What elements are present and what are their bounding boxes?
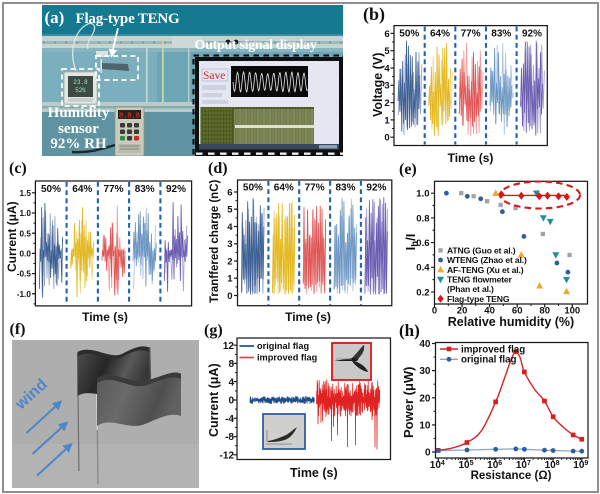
svg-text:64%: 64% [72,184,92,195]
svg-text:3: 3 [384,81,389,92]
svg-text:Save: Save [203,70,225,82]
svg-text:77%: 77% [461,29,481,40]
svg-text:original flag: original flag [257,341,309,351]
svg-text:-1.0: -1.0 [17,290,32,299]
svg-text:50%: 50% [41,184,61,195]
svg-text:107: 107 [516,460,531,471]
svg-text:12: 12 [223,341,235,352]
svg-text:2: 2 [227,256,232,267]
svg-text:0.4: 0.4 [416,263,430,274]
svg-text:60: 60 [512,305,523,316]
svg-text:-0.5: -0.5 [17,270,32,279]
svg-text:3: 3 [227,239,232,250]
svg-text:80: 80 [539,305,550,316]
svg-text:1: 1 [227,274,233,285]
svg-text:4: 4 [227,222,233,233]
svg-text:30: 30 [419,366,431,377]
svg-text:8: 8 [228,359,234,370]
svg-text:TENG flowmeter: TENG flowmeter [447,275,513,285]
svg-text:52%: 52% [75,87,86,94]
svg-text:83%: 83% [135,184,155,195]
svg-text:AF-TENG (Xu et al.): AF-TENG (Xu et al.) [447,265,524,275]
svg-text:64%: 64% [274,183,294,194]
svg-text:92%: 92% [522,29,542,40]
svg-text:0: 0 [227,291,232,302]
svg-text:83%: 83% [491,29,511,40]
svg-text:20: 20 [457,305,468,316]
svg-text:Flag-type TENG: Flag-type TENG [447,294,510,304]
svg-text:104: 104 [430,460,445,471]
svg-text:original flag: original flag [461,355,517,366]
svg-text:1: 1 [384,115,390,126]
svg-text:77%: 77% [103,184,123,195]
svg-text:40: 40 [484,305,495,316]
svg-text:4: 4 [228,377,234,388]
svg-text:ATNG (Guo et al.): ATNG (Guo et al.) [447,245,516,255]
svg-text:(Phan et al.): (Phan et al.) [447,284,494,294]
svg-text:92%: 92% [366,183,386,194]
svg-text:0.8: 0.8 [416,213,429,224]
svg-text:109: 109 [573,460,588,471]
svg-text:20: 20 [419,393,431,404]
svg-text:0: 0 [425,448,431,459]
svg-text:8.8.8: 8.8.8 [118,113,139,121]
svg-text:0: 0 [384,133,389,144]
svg-text:5: 5 [227,205,233,216]
svg-text:improved flag: improved flag [257,353,317,363]
svg-text:5: 5 [384,46,390,57]
svg-text:50%: 50% [243,183,263,194]
svg-text:0.5: 0.5 [20,229,32,238]
svg-text:-8: -8 [225,432,234,443]
svg-text:10: 10 [419,421,431,432]
svg-text:0.6: 0.6 [416,238,429,249]
svg-text:83%: 83% [335,183,355,194]
svg-text:50%: 50% [399,29,419,40]
svg-text:1.5: 1.5 [20,189,32,198]
svg-text:Ih/I: Ih/I [403,234,421,251]
svg-text:-12: -12 [220,450,235,461]
svg-text:0.2: 0.2 [416,287,429,298]
svg-text:106: 106 [487,460,502,471]
svg-text:0: 0 [228,396,234,407]
svg-text:improved flag: improved flag [461,344,525,355]
svg-text:6: 6 [384,29,389,40]
svg-text:0.0: 0.0 [20,250,32,259]
svg-text:-4: -4 [225,414,234,425]
svg-text:92%: 92% [166,184,186,195]
svg-text:1.0: 1.0 [20,209,32,218]
svg-text:108: 108 [545,460,560,471]
svg-text:77%: 77% [305,183,325,194]
svg-text:6: 6 [227,187,232,198]
svg-text:100: 100 [564,305,580,316]
svg-text:23.8: 23.8 [73,79,88,86]
svg-text:64%: 64% [430,29,450,40]
svg-text:105: 105 [458,460,473,471]
svg-text:0: 0 [432,305,437,316]
svg-text:1.0: 1.0 [416,189,429,200]
svg-text:4: 4 [384,63,390,74]
svg-text:WTENG (Zhao et al.): WTENG (Zhao et al.) [447,255,527,265]
svg-text:40: 40 [419,339,431,350]
svg-text:2: 2 [384,98,389,109]
